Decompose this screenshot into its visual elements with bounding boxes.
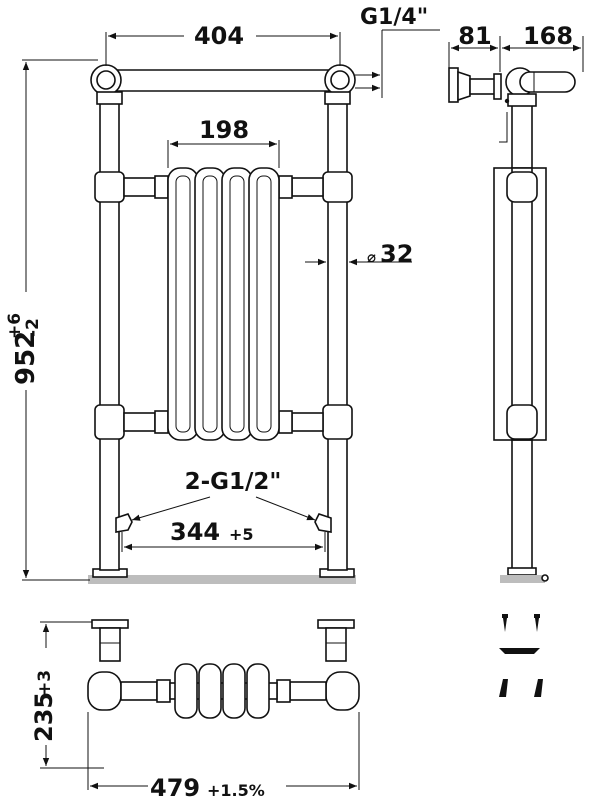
svg-text:952: 952 <box>11 331 41 385</box>
side-view: 81 168 <box>448 22 584 583</box>
svg-text:235: 235 <box>30 692 58 742</box>
fixings-kit <box>499 614 543 697</box>
dim-side-depth: 81 <box>458 22 491 50</box>
side-wall-plate <box>448 67 459 103</box>
front-left-leg <box>99 91 120 571</box>
fixing-plug-1 <box>499 679 508 697</box>
side-allen-key <box>499 112 508 143</box>
plan-right-flange <box>317 619 355 629</box>
dim-overall-width: 479 <box>150 774 200 802</box>
front-upper-left-joint <box>94 171 125 203</box>
dim-pipe-dia: 32 <box>380 240 413 268</box>
front-upper-right-joint <box>322 171 353 203</box>
dim-radiator-width: 198 <box>199 116 249 144</box>
dim-top-width: 404 <box>194 22 244 50</box>
dim-centres-tol: +5 <box>229 525 254 544</box>
svg-text:+3: +3 <box>35 670 55 696</box>
dim-inlets: 2-G1/2" <box>185 469 282 495</box>
front-right-leg <box>327 91 348 571</box>
svg-text:+6: +6 <box>5 313 25 339</box>
front-floor <box>88 575 356 584</box>
dim-centres: 344 <box>170 518 220 546</box>
plan-left-flange <box>91 619 129 629</box>
dim-pipe-dia-symbol: ⌀ <box>367 248 376 266</box>
dim-overall-height: 952 +6 -2 <box>5 313 43 385</box>
front-lower-left-joint <box>94 404 125 440</box>
dim-top-thread: G1/4" <box>360 5 428 30</box>
side-floor <box>500 575 545 583</box>
front-left-valve <box>115 513 133 533</box>
fixing-screw-1 <box>502 614 508 632</box>
plan-right-boss <box>325 671 360 711</box>
front-view: 404 G1/4" 198 ⌀ 32 952 +6 -2 2-G1/2" <box>5 5 440 584</box>
fixing-plate <box>499 648 540 654</box>
side-top-arm <box>519 71 576 93</box>
front-lower-right-joint <box>322 404 353 440</box>
dim-side-total: 168 <box>523 22 573 50</box>
fixing-plug-2 <box>534 679 543 697</box>
fixing-screw-2 <box>534 614 540 632</box>
svg-text:-2: -2 <box>23 318 43 337</box>
front-right-valve <box>314 513 332 533</box>
dim-overall-width-tol: +1.5% <box>207 781 265 800</box>
dim-plan-depth: 235 +3 <box>30 670 58 742</box>
plan-left-boss <box>87 671 122 711</box>
plan-towel-rail <box>97 690 351 767</box>
front-top-rail <box>102 69 344 92</box>
plan-radiator-sections <box>169 663 278 719</box>
plan-view: 235 +3 479 +1.5% <box>30 619 360 802</box>
front-radiator-columns <box>167 167 280 441</box>
